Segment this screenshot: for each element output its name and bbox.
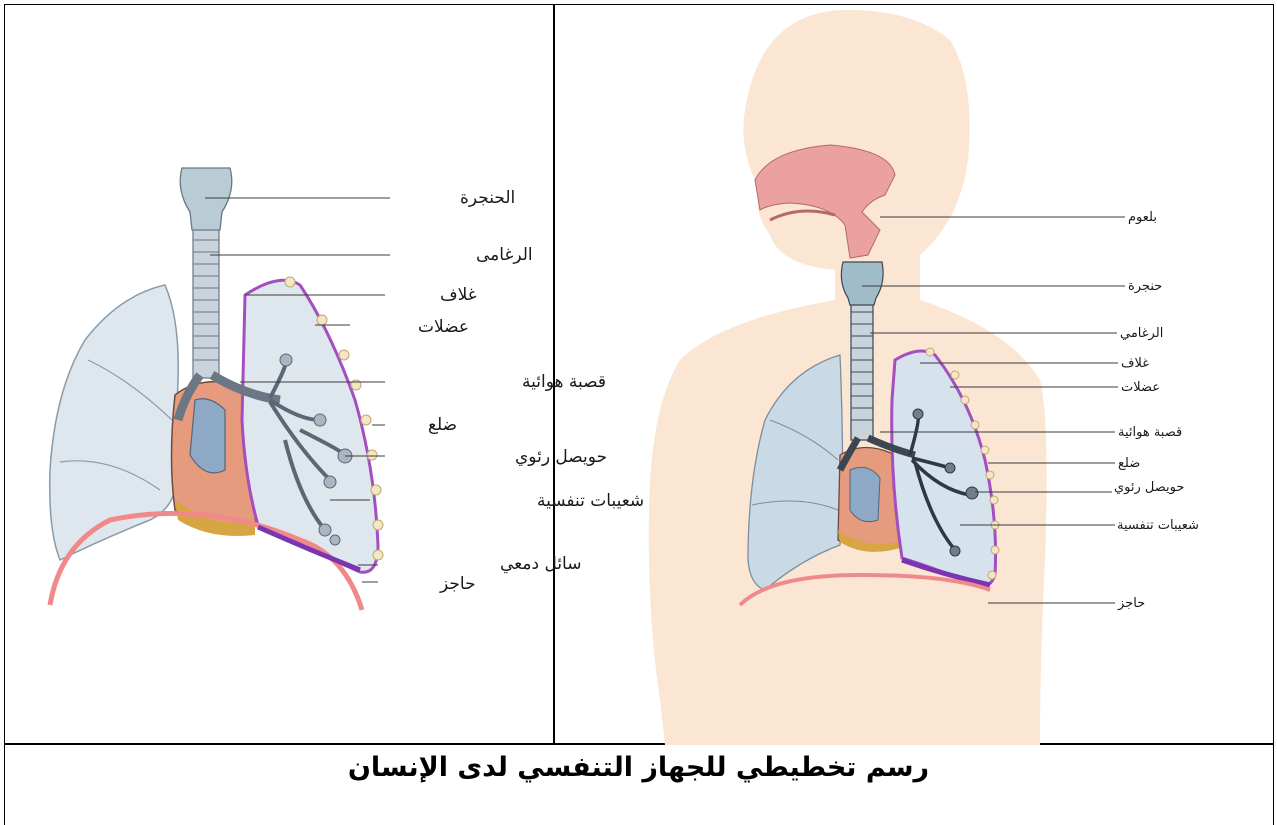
left-label-larynx: الحنجرة: [460, 188, 515, 208]
left-label-diaphragm: حاجز: [439, 574, 476, 594]
right-label-muscles: عضلات: [1121, 380, 1160, 395]
right-label-larynx: حنجرة: [1128, 279, 1162, 294]
right-label-alveolus: حويصل رئوي: [1114, 480, 1184, 495]
left-label-fluid: سائل دمعي: [500, 554, 581, 574]
right-label-bronchus: قصبة هوائية: [1118, 425, 1182, 440]
left-label-muscles: عضلات: [418, 317, 469, 337]
left-label-bronchus: قصبة هوائية: [522, 372, 606, 392]
right-label-trachea: الرغامي: [1120, 326, 1163, 341]
heart-vessel: [190, 399, 225, 473]
larynx: [180, 168, 232, 230]
trachea: [851, 300, 873, 440]
body-silhouette: [649, 10, 1047, 745]
left-label-rib: ضلع: [428, 415, 457, 435]
left-panel-illustration: [50, 168, 390, 610]
right-label-sheath: غلاف: [1121, 356, 1149, 371]
heart-vessel: [850, 467, 880, 521]
right-label-bronchioles: شعيبات تنفسية: [1117, 518, 1199, 533]
right-label-pharynx: بلعوم: [1128, 210, 1157, 225]
left-label-alveolus: حويصل رئوي: [515, 447, 607, 467]
right-panel-illustration: [649, 10, 1125, 745]
left-label-trachea: الرغامى: [476, 245, 533, 265]
left-label-sheath: غلاف: [440, 285, 477, 305]
right-label-diaphragm: حاجز: [1117, 596, 1145, 611]
trachea: [193, 228, 219, 378]
figure-caption: رسم تخطيطي للجهاز التنفسي لدى الإنسان: [0, 752, 1277, 783]
respiratory-diagram: الحنجرة الرغامى غلاف عضلات قصبة هوائية ض…: [0, 0, 1277, 745]
left-label-bronchioles: شعيبات تنفسية: [537, 491, 644, 511]
right-label-rib: ضلع: [1118, 456, 1140, 471]
